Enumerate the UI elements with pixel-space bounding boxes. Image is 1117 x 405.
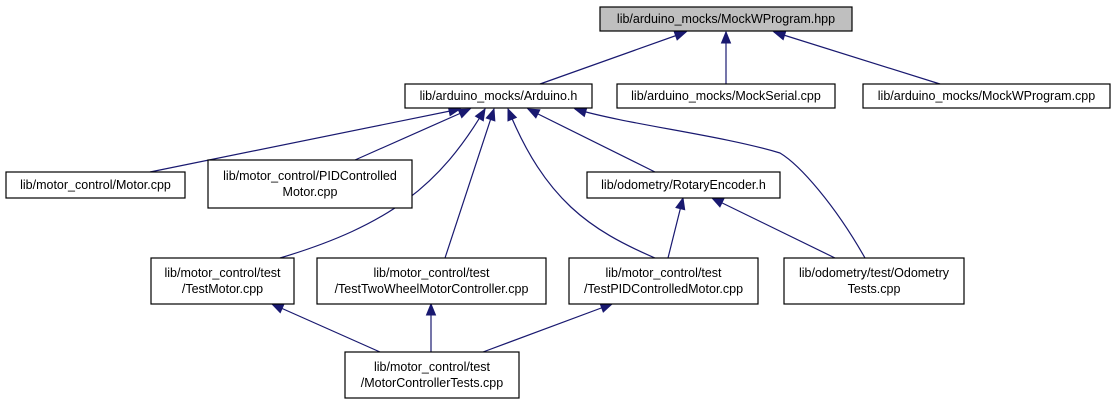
edge-mockwprogram_cpp-to-mockwprogram_hpp	[772, 30, 941, 85]
edge-odometrytests_cpp-to-rotaryencoder_h	[710, 197, 836, 259]
node-label: /TestTwoWheelMotorController.cpp	[335, 282, 529, 296]
node-label: lib/motor_control/test	[374, 360, 491, 374]
node-label: lib/arduino_mocks/MockWProgram.hpp	[617, 12, 835, 26]
node-box[interactable]	[616, 83, 836, 109]
arrow-head	[772, 30, 787, 41]
node-mockwprogram_hpp: lib/arduino_mocks/MockWProgram.hpp	[599, 6, 853, 32]
node-label: lib/odometry/RotaryEncoder.h	[601, 178, 766, 192]
node-label: lib/odometry/test/Odometry	[799, 266, 950, 280]
node-label: lib/arduino_mocks/Arduino.h	[420, 89, 578, 103]
edge-testpid_cpp-to-arduino_h	[507, 107, 656, 259]
arrow-head	[573, 107, 588, 118]
arrow-head	[599, 303, 614, 313]
node-box[interactable]	[862, 83, 1111, 109]
node-pidcontrolledmotor_cpp[interactable]: lib/motor_control/PIDControlledMotor.cpp	[207, 159, 413, 209]
arrow-head	[270, 303, 285, 314]
node-arduino_h[interactable]: lib/arduino_mocks/Arduino.h	[404, 83, 593, 109]
arrow-head	[507, 107, 518, 122]
node-label: lib/arduino_mocks/MockWProgram.cpp	[878, 89, 1095, 103]
edge-testpid_cpp-to-rotaryencoder_h	[667, 196, 686, 259]
edges-layer	[149, 30, 941, 353]
nodes-layer: lib/arduino_mocks/MockWProgram.hpp lib/ar…	[5, 6, 1111, 399]
node-label: lib/motor_control/test	[605, 266, 722, 280]
node-testtwowheel_cpp[interactable]: lib/motor_control/test/TestTwoWheelMotor…	[316, 257, 547, 305]
node-mockwprogram_cpp[interactable]: lib/arduino_mocks/MockWProgram.cpp	[862, 83, 1111, 109]
node-mockserial_cpp[interactable]: lib/arduino_mocks/MockSerial.cpp	[616, 83, 836, 109]
arrow-head	[474, 107, 486, 122]
arrow-head	[526, 108, 541, 119]
node-label: Tests.cpp	[848, 282, 901, 296]
node-box[interactable]	[316, 257, 547, 305]
arrow-head	[710, 197, 725, 208]
arrow-head	[675, 196, 686, 211]
node-testmotor_cpp[interactable]: lib/motor_control/test/TestMotor.cpp	[150, 257, 295, 305]
edge-testtwowheel_cpp-to-arduino_h	[444, 107, 496, 259]
node-box[interactable]	[150, 257, 295, 305]
node-box[interactable]	[344, 351, 520, 399]
edge-pidcontrolledmotor_cpp-to-arduino_h	[354, 108, 472, 161]
node-label: lib/motor_control/PIDControlled	[223, 169, 397, 183]
node-rotaryencoder_h[interactable]: lib/odometry/RotaryEncoder.h	[586, 171, 781, 199]
node-label: lib/motor_control/Motor.cpp	[20, 178, 171, 192]
node-testpid_cpp[interactable]: lib/motor_control/test/TestPIDControlled…	[568, 257, 759, 305]
node-box[interactable]	[783, 257, 965, 305]
edge-rotaryencoder_h-to-arduino_h	[526, 108, 656, 173]
node-motor_cpp[interactable]: lib/motor_control/Motor.cpp	[5, 171, 186, 199]
edge-motorcontrollertests_cpp-to-testpid_cpp	[482, 303, 614, 353]
arrow-head	[485, 107, 496, 122]
node-motorcontrollertests_cpp[interactable]: lib/motor_control/test/MotorControllerTe…	[344, 351, 520, 399]
edge-motorcontrollertests_cpp-to-testtwowheel_cpp	[425, 302, 437, 352]
arrow-head	[425, 302, 437, 316]
node-box[interactable]	[586, 171, 781, 199]
node-label: Motor.cpp	[283, 185, 338, 199]
arrow-head	[457, 108, 472, 119]
node-box[interactable]	[207, 159, 413, 209]
node-box[interactable]	[5, 171, 186, 199]
arrow-head	[720, 30, 732, 44]
node-label: lib/arduino_mocks/MockSerial.cpp	[631, 89, 821, 103]
node-box[interactable]	[568, 257, 759, 305]
edge-mockserial_cpp-to-mockwprogram_hpp	[720, 30, 732, 84]
arrow-head	[673, 30, 688, 41]
node-label: /MotorControllerTests.cpp	[361, 376, 503, 390]
node-label: lib/motor_control/test	[164, 266, 281, 280]
edge-odometrytests_cpp-to-arduino_h	[573, 107, 866, 259]
edge-motorcontrollertests_cpp-to-testmotor_cpp	[270, 303, 381, 353]
edge-arduino_h-to-mockwprogram_hpp	[539, 30, 688, 85]
node-box[interactable]	[404, 83, 593, 109]
node-label: /TestPIDControlledMotor.cpp	[584, 282, 743, 296]
node-box	[599, 6, 853, 32]
node-label: /TestMotor.cpp	[182, 282, 263, 296]
node-label: lib/motor_control/test	[373, 266, 490, 280]
